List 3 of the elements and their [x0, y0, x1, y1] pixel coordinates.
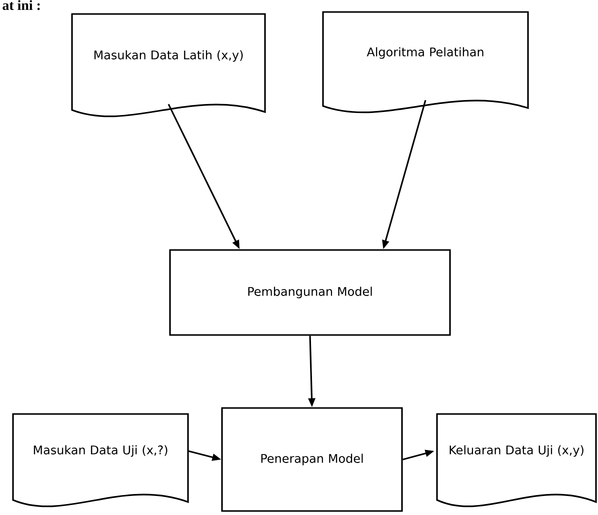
cropped-caption: at ini :: [2, 0, 40, 10]
process-box: Penerapan Model: [221, 407, 403, 512]
process-box: Pembangunan Model: [169, 249, 451, 336]
